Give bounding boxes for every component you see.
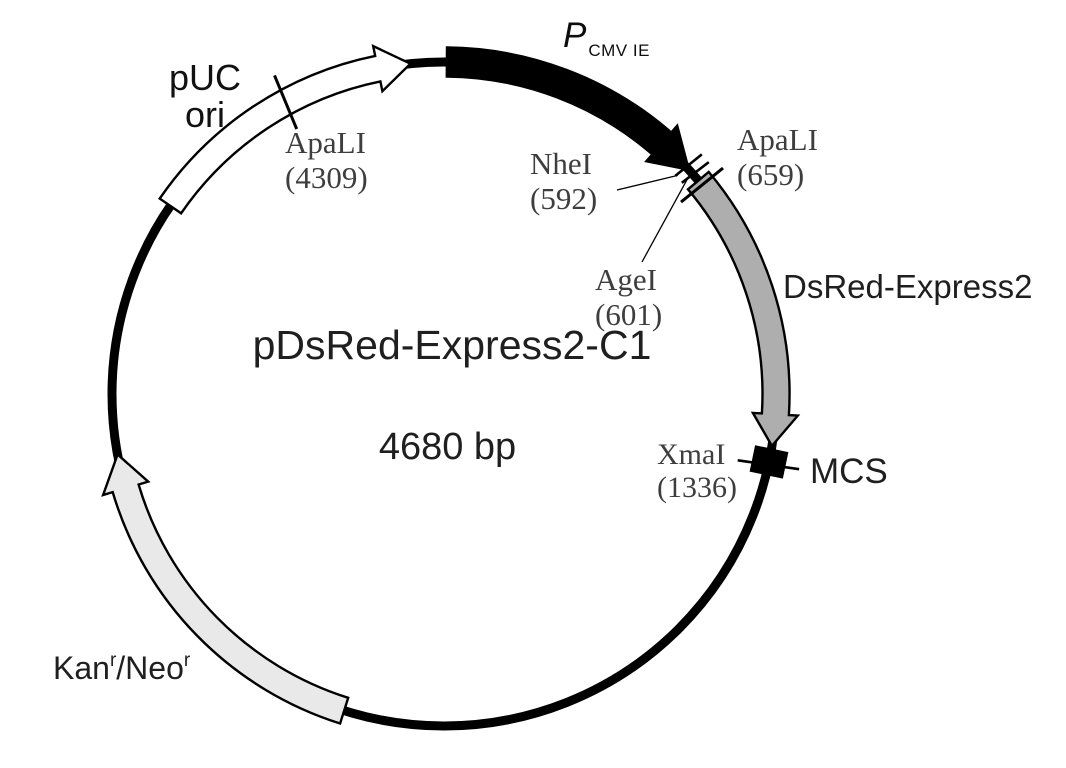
xmai-1336-label: XmaI (1336) xyxy=(657,438,737,504)
xmai-enzyme: XmaI xyxy=(657,438,726,471)
kan-neo-label: Kanr/Neor xyxy=(53,650,190,687)
tick-slash-nhei xyxy=(674,153,703,177)
mcs-label: MCS xyxy=(810,452,888,491)
tick-slash-agei xyxy=(681,161,710,184)
puc-ori-label-line1: pUC xyxy=(168,57,242,98)
apali-659-position: (659) xyxy=(737,157,805,192)
feature-dsred-express2 xyxy=(686,170,801,448)
kan-text: Kan xyxy=(53,650,110,686)
feature-pcmv-ie-promoter xyxy=(445,46,691,172)
neo-superscript: r xyxy=(183,650,191,671)
agei-enzyme: AgeI xyxy=(595,262,657,297)
kan-neo-slash: / xyxy=(116,650,126,686)
promoter-subscript: CMV IE xyxy=(588,41,650,60)
apali-4309-enzyme: ApaLI xyxy=(285,125,366,160)
nhei-592-label: NheI (592) xyxy=(530,146,597,216)
neo-text: Neo xyxy=(125,650,184,686)
plasmid-name: pDsRed-Express2-C1 xyxy=(252,322,652,368)
promoter-symbol: P xyxy=(563,16,587,55)
xmai-position: (1336) xyxy=(657,471,737,504)
agei-601-label: AgeI (601) xyxy=(595,262,662,332)
apali-659-label: ApaLI (659) xyxy=(737,122,818,192)
kan-superscript: r xyxy=(109,650,117,671)
apali-4309-label: ApaLI (4309) xyxy=(285,125,368,195)
apali-659-enzyme: ApaLI xyxy=(737,122,818,157)
nhei-position: (592) xyxy=(530,181,598,216)
tick-apali-4309 xyxy=(273,74,299,130)
plasmid-size: 4680 bp xyxy=(378,426,517,468)
feature-kan-neo xyxy=(101,452,350,726)
dsred-express2-label: DsRed-Express2 xyxy=(783,268,1033,305)
apali-4309-position: (4309) xyxy=(285,160,368,195)
tick-apali-659 xyxy=(680,166,724,204)
feature-puc-ori xyxy=(158,43,413,215)
nhei-enzyme: NheI xyxy=(530,146,592,181)
tick-xmai-1336 xyxy=(737,459,800,471)
puc-ori-label-line2: ori xyxy=(184,94,225,135)
nhei-leader xyxy=(616,174,678,191)
agei-leader xyxy=(641,179,688,263)
feature-mcs xyxy=(749,445,789,479)
puc-ori-label: pUC ori xyxy=(155,59,255,133)
agei-position: (601) xyxy=(595,297,663,332)
